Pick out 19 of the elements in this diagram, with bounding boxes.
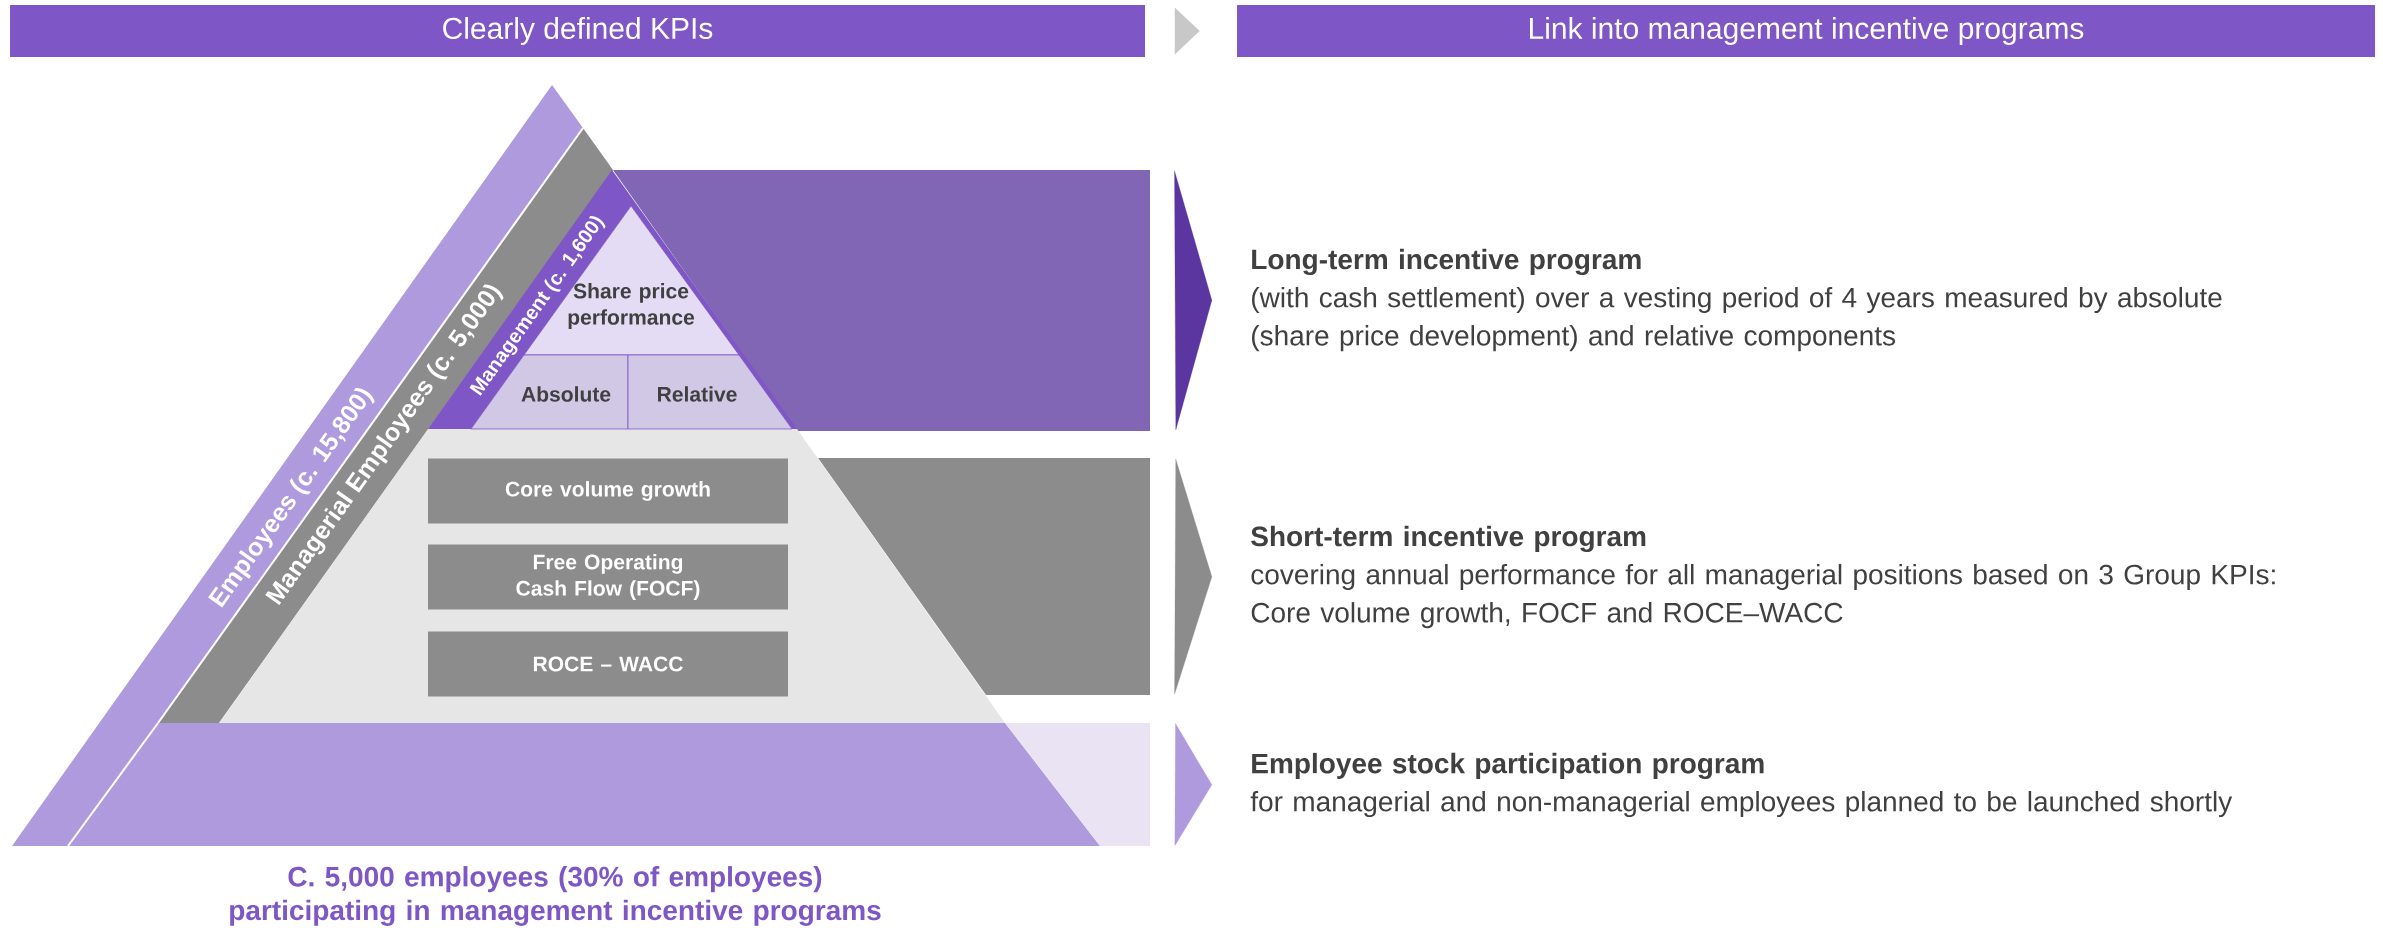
program-description: (with cash settlement) over a vesting period of 4 years measured by absolute (share price development) and relative components [1252,286,2222,352]
caption: C. 5,000 employees (30% of employees) participating in management incentive programs [230,866,881,926]
chevron-arrow [1174,170,1212,431]
program-heading: Short-term incentive program [1251,525,1646,553]
program-bar [1005,723,1150,846]
chevron-arrow [1174,723,1212,846]
program-description: for managerial and non-managerial employees planned to be launched shortly [1250,791,2233,818]
kpi-box: ROCE – WACC [428,631,788,697]
kpi-box: Free Operating Cash Flow (FOCF) [428,544,788,610]
chevron-arrow [1174,7,1200,55]
kpi-cell: Relative [627,354,793,430]
program-bar [818,458,1150,695]
program-description: covering annual performance for all managerial positions based on 3 Group KPIs: Core volume growth, FOCF and ROCE–WACC [1251,563,2275,629]
header-band: Link into management incentive programs [1237,5,2375,57]
chevron-arrow [1174,458,1212,695]
kpi-box: Core volume growth [428,458,788,524]
program-heading: Employee stock participation program [1252,752,1764,780]
header-band: Clearly defined KPIs [10,5,1145,57]
program-heading: Long-term incentive program [1252,248,1641,276]
